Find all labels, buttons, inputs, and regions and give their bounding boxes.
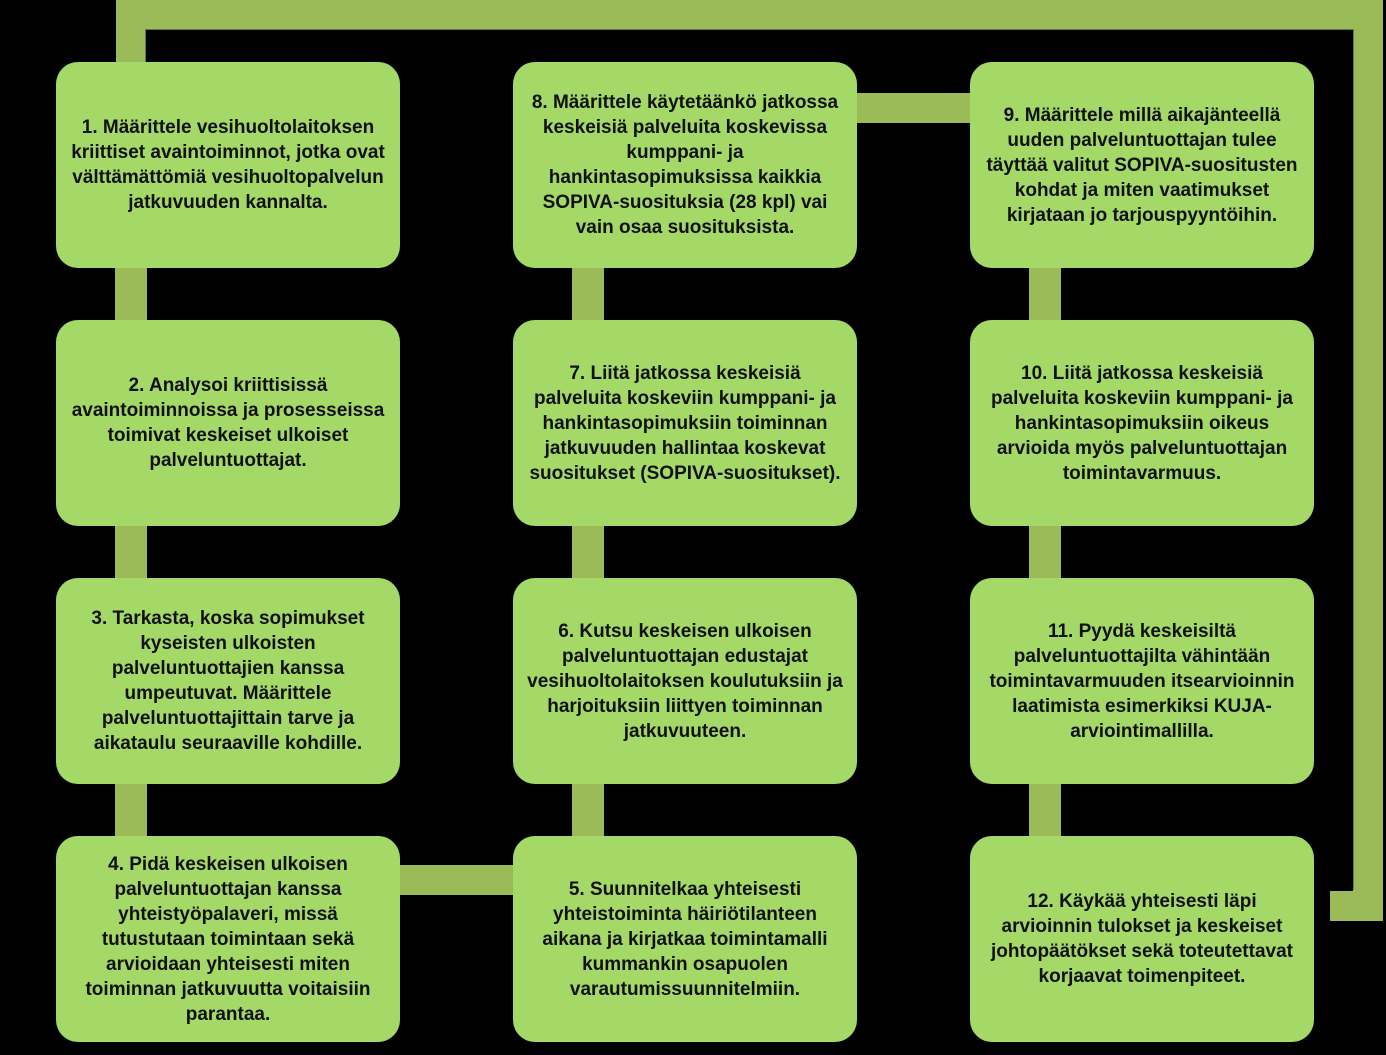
- connector-10-11: [1029, 524, 1061, 580]
- step-box-1: 1. Määrittele vesihuoltolaitoksen kriitt…: [56, 62, 400, 268]
- step-text-10: 10. Liitä jatkossa keskeisiä palveluita …: [991, 362, 1293, 484]
- step-text-11: 11. Pyydä keskeisiltä palveluntuottajilt…: [989, 620, 1295, 742]
- connector-7-8: [572, 266, 604, 322]
- step-text-5: 5. Suunnitelkaa yhteisesti yhteistoimint…: [542, 878, 828, 1000]
- connector-4-5: [398, 865, 516, 895]
- step-text-12: 12. Käykää yhteisesti läpi arvioinnin tu…: [991, 891, 1293, 987]
- step-text-8: 8. Määrittele käytetäänkö jatkossa keske…: [531, 92, 839, 238]
- step-text-3: 3. Tarkasta, koska sopimukset kyseisten …: [91, 608, 365, 754]
- step-box-3: 3. Tarkasta, koska sopimukset kyseisten …: [56, 578, 400, 784]
- outer-loop-edge: [145, 29, 1354, 890]
- step-box-10: 10. Liitä jatkossa keskeisiä palveluita …: [970, 320, 1314, 526]
- step-text-2: 2. Analysoi kriittisissä avaintoiminnois…: [71, 375, 385, 471]
- step-box-7: 7. Liitä jatkossa keskeisiä palveluita k…: [513, 320, 857, 526]
- connector-11-12: [1029, 782, 1061, 838]
- connector-9-10: [1029, 266, 1061, 322]
- step-box-2: 2. Analysoi kriittisissä avaintoiminnois…: [56, 320, 400, 526]
- step-text-7: 7. Liitä jatkossa keskeisiä palveluita k…: [529, 362, 841, 484]
- step-box-6: 6. Kutsu keskeisen ulkoisen palveluntuot…: [513, 578, 857, 784]
- step-box-4: 4. Pidä keskeisen ulkoisen palveluntuott…: [56, 836, 400, 1042]
- connector-6-7: [572, 524, 604, 580]
- step-text-6: 6. Kutsu keskeisen ulkoisen palveluntuot…: [527, 620, 843, 742]
- connector-3-4: [115, 782, 147, 838]
- step-box-8: 8. Määrittele käytetäänkö jatkossa keske…: [513, 62, 857, 268]
- step-text-1: 1. Määrittele vesihuoltolaitoksen kriitt…: [71, 117, 385, 213]
- step-box-11: 11. Pyydä keskeisiltä palveluntuottajilt…: [970, 578, 1314, 784]
- connector-1-2: [115, 266, 147, 322]
- step-text-4: 4. Pidä keskeisen ulkoisen palveluntuott…: [85, 853, 371, 1025]
- step-box-12: 12. Käykää yhteisesti läpi arvioinnin tu…: [970, 836, 1314, 1042]
- connector-8-9: [855, 93, 973, 123]
- connector-5-6: [572, 782, 604, 838]
- step-text-9: 9. Määrittele millä aikajänteellä uuden …: [986, 104, 1298, 226]
- step-box-9: 9. Määrittele millä aikajänteellä uuden …: [970, 62, 1314, 268]
- outer-loop-connector: [116, 0, 1383, 921]
- step-box-5: 5. Suunnitelkaa yhteisesti yhteistoimint…: [513, 836, 857, 1042]
- connector-2-3: [115, 524, 147, 580]
